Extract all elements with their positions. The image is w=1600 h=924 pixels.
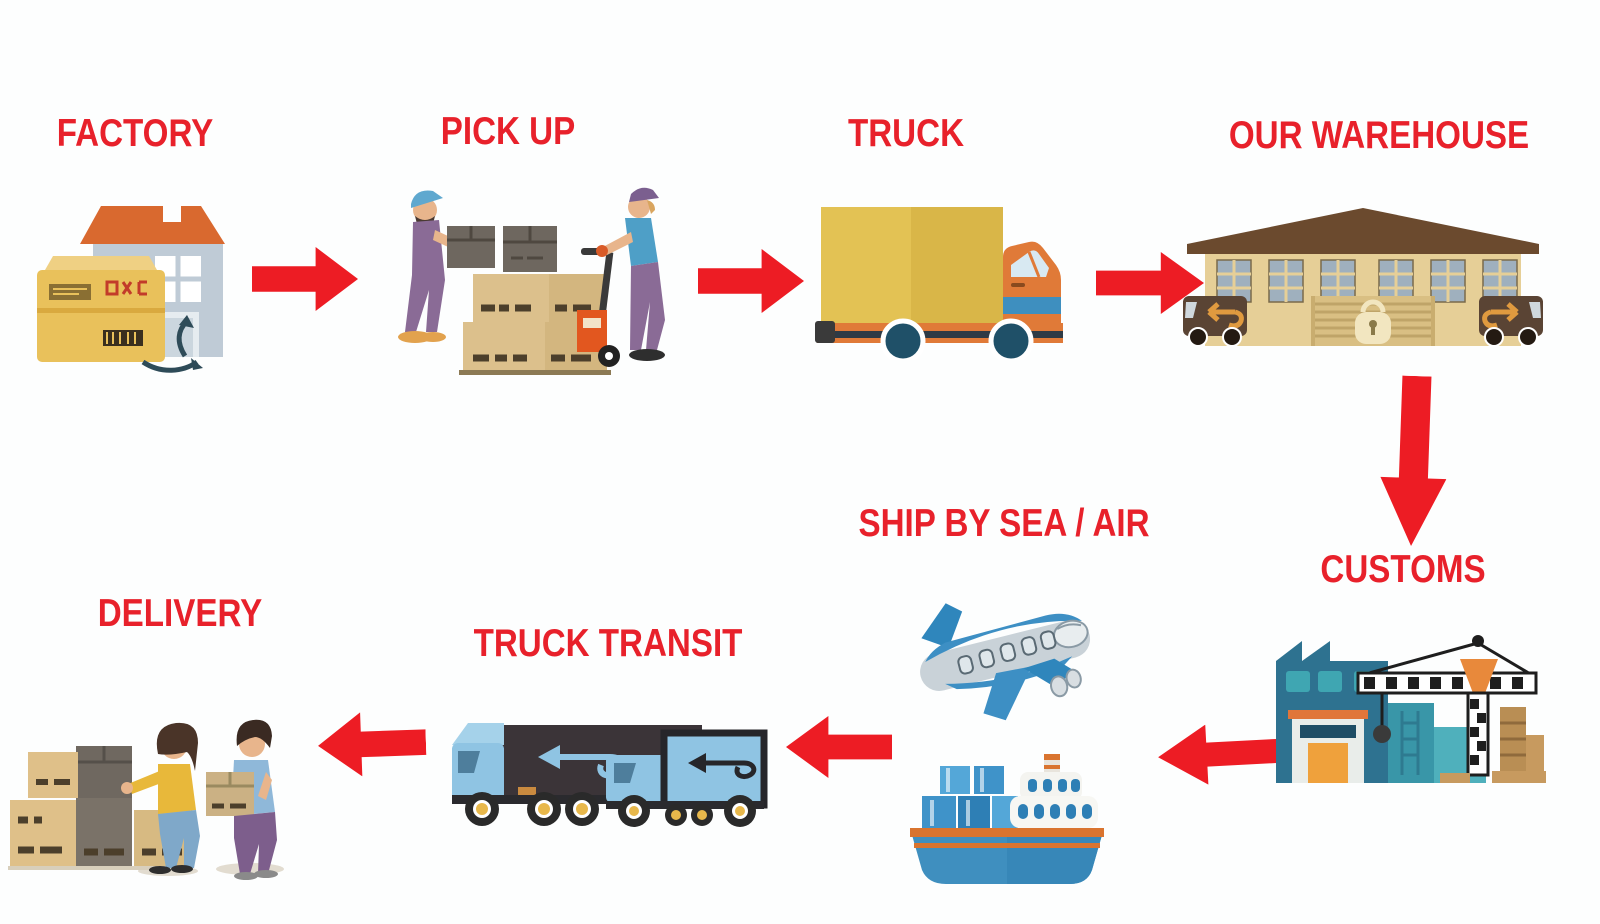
factory-illustration <box>37 206 225 373</box>
delivery-woman <box>121 722 200 874</box>
stage-label-customs: CUSTOMS <box>1320 548 1486 591</box>
stage-label-our-warehouse: OUR WAREHOUSE <box>1228 114 1530 157</box>
flow-arrow-ship-to-truck-transit <box>786 716 892 778</box>
front-truck-wheels <box>618 795 756 827</box>
flow-arrow-truck-transit-to-delivery <box>317 710 427 778</box>
cargo-ship-illustration <box>910 754 1104 884</box>
flow-arrow-factory-to-pickup <box>252 247 358 311</box>
stage-label-truck-transit: TRUCK TRANSIT <box>473 622 743 665</box>
customs-illustration <box>1276 635 1546 783</box>
right-van <box>1479 296 1543 347</box>
truck-illustration <box>815 207 1063 360</box>
flow-arrow-pickup-to-truck <box>698 249 804 313</box>
stage-label-pick-up: PICK UP <box>440 110 576 153</box>
left-van <box>1183 296 1247 347</box>
stage-label-factory: FACTORY <box>56 112 214 155</box>
warehouse-illustration <box>1183 208 1543 347</box>
delivery-illustration <box>8 719 284 880</box>
padlock-icon <box>1360 299 1386 313</box>
stage-label-delivery: DELIVERY <box>97 592 263 635</box>
delivery-man <box>206 719 278 880</box>
rear-truck-wheels <box>465 792 599 826</box>
pickup-illustration <box>398 187 665 375</box>
warehouse-windows <box>1216 259 1518 303</box>
airplane-illustration <box>920 603 1091 721</box>
truck-transit-illustration <box>452 723 768 827</box>
stage-label-ship-by-sea-air: SHIP BY SEA / AIR <box>858 502 1150 545</box>
ship-containers <box>922 766 1018 828</box>
flow-arrow-warehouse-to-customs <box>1378 375 1450 547</box>
stage-label-truck: TRUCK <box>847 112 965 155</box>
